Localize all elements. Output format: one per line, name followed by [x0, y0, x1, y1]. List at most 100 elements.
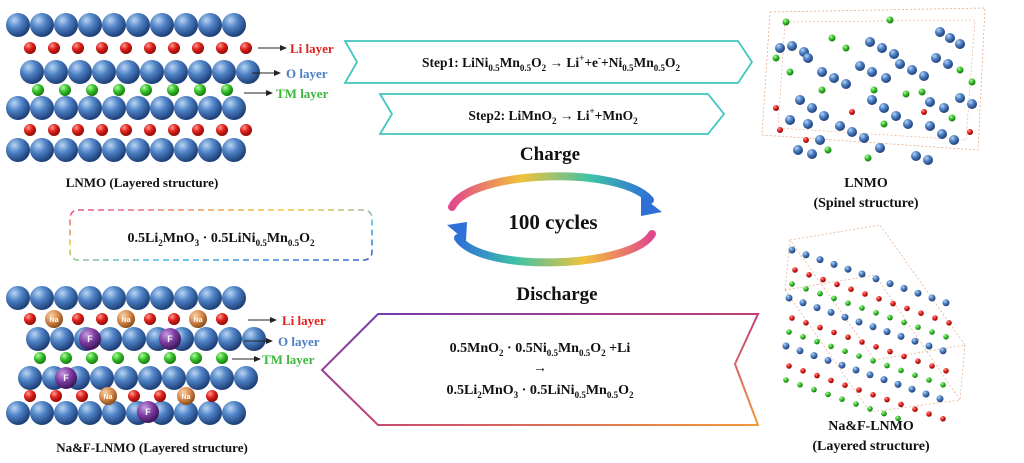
tm-atom: [926, 377, 932, 383]
o-atom: [775, 43, 785, 53]
tm-atom: [817, 290, 823, 297]
discharge-label: Discharge: [516, 284, 597, 305]
li-atom: [820, 276, 826, 283]
tm-atom: [789, 281, 795, 287]
o-atom: [6, 286, 30, 310]
o-atom: [886, 280, 894, 288]
discharge-arrow-icon: [320, 313, 760, 426]
tm-atom: [786, 329, 792, 335]
o-atom: [222, 401, 246, 425]
step1-arrow-icon: [343, 40, 754, 84]
o-atom: [242, 327, 266, 351]
o-atom: [150, 13, 174, 37]
o-atom: [935, 27, 945, 37]
li-atom: [806, 272, 812, 278]
tm-atom: [898, 367, 904, 374]
o-atom: [174, 286, 198, 310]
o-atom: [198, 96, 222, 120]
f-atom-label: F: [167, 334, 173, 344]
li-atom: [72, 42, 84, 54]
li-atom: [845, 334, 851, 341]
o-atom: [955, 39, 965, 49]
o-atom: [819, 111, 829, 121]
spinel-caption-name: LNMO: [844, 176, 888, 191]
o-atom: [116, 60, 140, 84]
o-atom: [6, 401, 30, 425]
cycle-arrows-icon: [447, 172, 662, 267]
f-atom: [79, 328, 101, 350]
o-atom: [174, 401, 198, 425]
li-atom: [96, 313, 108, 325]
tm-atom: [59, 84, 71, 96]
o-atom: [841, 313, 849, 321]
o-atom: [897, 332, 905, 340]
o-atom: [872, 275, 880, 283]
o-atom: [234, 366, 258, 390]
o-atom: [967, 99, 977, 109]
o-atom: [943, 59, 953, 69]
o-atom: [802, 251, 810, 259]
tm-atom: [867, 406, 873, 412]
tm-atom: [873, 310, 879, 316]
o-atom: [841, 79, 851, 89]
tm-atom: [138, 352, 150, 364]
o-atom: [50, 327, 74, 351]
tm-atom: [221, 84, 233, 96]
o-atom: [114, 366, 138, 390]
li-atom: [192, 124, 204, 136]
step2-arrow-icon: [378, 93, 726, 135]
o-atom: [102, 286, 126, 310]
tm-atom: [929, 329, 935, 335]
discharge-equation: 0.5MnO2 · 0.5Ni0.5Mn0.5O2 +Li → 0.5Li2Mn…: [447, 341, 634, 400]
tm-atom: [853, 401, 859, 407]
o-atom: [922, 390, 930, 398]
tm-atom: [772, 54, 780, 62]
li-atom: [814, 372, 820, 379]
charge-label: Charge: [520, 144, 580, 165]
li-atom: [216, 313, 228, 325]
tm-atom: [918, 88, 926, 96]
o-atom: [30, 401, 54, 425]
tm-atom: [32, 84, 44, 96]
li-atom: [24, 42, 36, 54]
tm-atom: [797, 382, 803, 388]
o-atom: [54, 401, 78, 425]
o-atom: [852, 366, 860, 374]
o-atom: [900, 284, 908, 292]
li-atom: [904, 305, 910, 312]
tm-atom: [845, 300, 851, 307]
o-atom: [18, 366, 42, 390]
li-atom: [773, 105, 779, 111]
o-atom: [198, 138, 222, 162]
tm-atom: [825, 391, 831, 398]
li-atom: [929, 363, 935, 369]
li-atom: [887, 348, 893, 355]
discharge-products: 0.5Li2MnO3 · 0.5LiNi0.5Mn0.5O2: [447, 383, 634, 400]
o-atom: [903, 119, 913, 129]
o-atom: [847, 127, 857, 137]
o-atom: [222, 138, 246, 162]
o-atom: [126, 96, 150, 120]
o-atom: [889, 49, 899, 59]
tm-atom: [164, 352, 176, 364]
li-atom: [884, 396, 890, 403]
o-atom: [880, 376, 888, 384]
o-atom: [198, 401, 222, 425]
o-atom: [925, 97, 935, 107]
layered-crystal-icon: [782, 224, 966, 422]
li-atom: [777, 127, 783, 133]
tm-atom: [167, 84, 179, 96]
o-atom: [942, 299, 950, 307]
li-atom: [168, 313, 180, 325]
o-atom: [795, 95, 805, 105]
li-atom: [873, 344, 879, 350]
o-atom: [866, 371, 874, 379]
li-atom: [859, 339, 865, 345]
o-atom: [198, 286, 222, 310]
li-atom: [24, 313, 36, 325]
tm-atom: [915, 324, 921, 331]
tm-atom: [901, 319, 907, 326]
o-atom: [803, 119, 813, 129]
li-atom: [921, 109, 927, 115]
